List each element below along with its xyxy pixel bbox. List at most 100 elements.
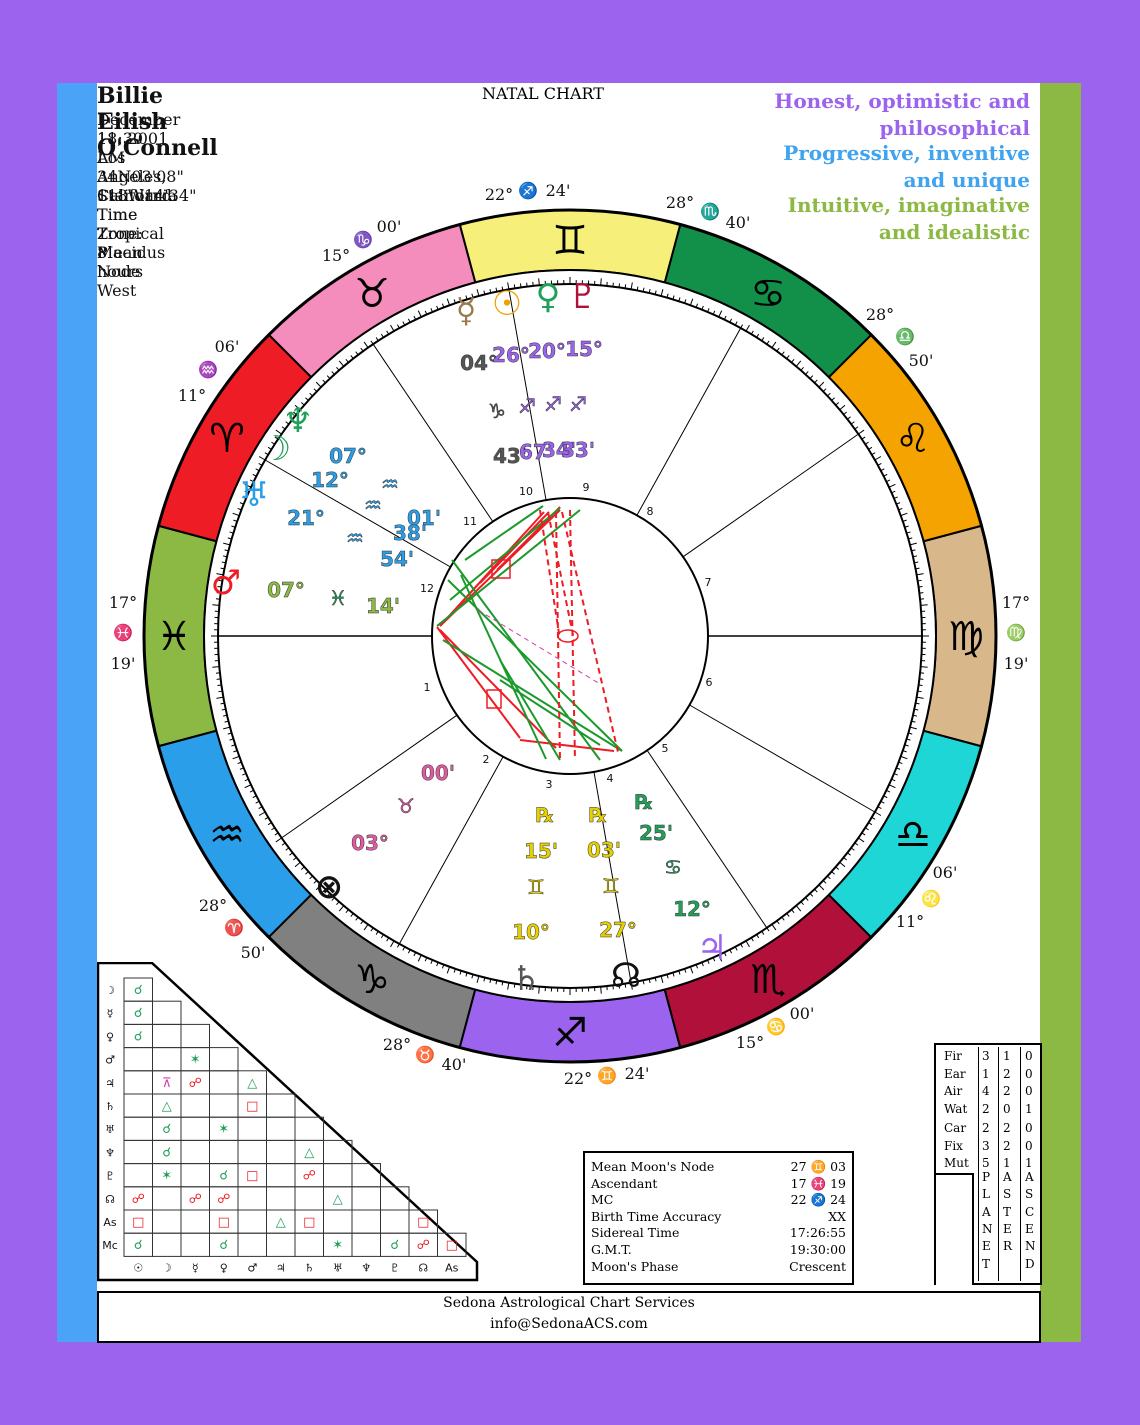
- planet-position-label: 67': [519, 440, 553, 464]
- chart-point-label: MC: [591, 1192, 614, 1208]
- degree-tick: [471, 974, 474, 979]
- chart-point-value: 19:30:00: [789, 1242, 846, 1257]
- chart-point-value: 27 ♊ 03: [790, 1159, 846, 1174]
- element-column-letter: A: [1003, 1170, 1012, 1184]
- planet-position-label: 38': [393, 521, 427, 545]
- degree-tick: [740, 324, 744, 329]
- element-column-letter: S: [1025, 1187, 1034, 1202]
- degree-tick: [883, 795, 888, 799]
- element-column-letter: D: [1025, 1256, 1035, 1271]
- grid-row-label: ♄: [105, 1100, 115, 1113]
- degree-tick: [386, 330, 390, 335]
- house-number: 2: [483, 753, 490, 766]
- element-aster-count: 2: [1003, 1138, 1011, 1153]
- planet-position-label: 00': [421, 761, 455, 785]
- planet-saturn-icon: ♄: [511, 959, 541, 999]
- cusp-label: ♐: [518, 181, 538, 200]
- degree-tick: [223, 726, 231, 730]
- degree-tick: [660, 289, 664, 297]
- cusp-label: 15°: [736, 1033, 764, 1052]
- degree-tick: [874, 811, 882, 816]
- degree-tick: [809, 375, 814, 379]
- aspect-grid: ☽☿♀♂♃♄♅♆♇☊AsMc☉☽☿♀♂♃♄♅♆♇☊As☌☌☌✶⊼☍△△□☌✶☌△…: [97, 962, 479, 1282]
- aspect-glyph: ☌: [219, 1238, 228, 1253]
- degree-tick: [513, 284, 516, 289]
- aspect-line-green: [436, 509, 581, 627]
- degree-tick: [519, 283, 522, 288]
- element-ascend-count: 0: [1025, 1049, 1033, 1063]
- degree-tick: [761, 337, 765, 342]
- degree-tick: [350, 355, 354, 359]
- degree-tick: [904, 525, 909, 528]
- degree-tick: [216, 696, 224, 699]
- grid-row-label: ☊: [105, 1193, 115, 1206]
- node-type: Mean Node: [97, 243, 143, 281]
- degree-tick: [274, 436, 279, 440]
- planet-position-label: ℞: [589, 803, 607, 827]
- degree-tick: [771, 924, 777, 931]
- aspect-glyph: ☌: [134, 1029, 143, 1044]
- house-cusp-line: [264, 459, 451, 568]
- degree-tick: [380, 934, 384, 939]
- degree-tick: [898, 761, 903, 765]
- degree-tick: [854, 842, 859, 846]
- grid-row-label: ♇: [105, 1170, 115, 1183]
- birth-date: December 18, 2001: [97, 110, 181, 148]
- planet-position-label: ℞: [635, 790, 653, 814]
- planet-pluto-icon: ♇: [568, 277, 598, 317]
- element-column-divider: [998, 1047, 999, 1281]
- aspect-glyph: ☍: [303, 1169, 316, 1184]
- degree-tick: [223, 714, 228, 717]
- element-label: Wat: [944, 1101, 968, 1116]
- degree-tick: [471, 293, 474, 298]
- aspect-glyph: □: [246, 1169, 258, 1184]
- degree-tick: [877, 806, 882, 810]
- planet-position-label: 03°: [351, 831, 389, 855]
- aspect-glyph: △: [333, 1192, 343, 1207]
- house-cusp-line: [372, 343, 494, 522]
- degree-tick: [380, 333, 384, 338]
- time-type: Standard Time: [97, 186, 172, 224]
- degree-tick: [338, 360, 345, 367]
- degree-tick: [786, 355, 790, 359]
- degree-tick: [666, 974, 669, 979]
- aspect-glyph: ☌: [134, 1006, 143, 1021]
- degree-tick: [224, 549, 229, 552]
- degree-tick: [800, 366, 804, 371]
- element-column-letter: N: [1025, 1239, 1036, 1254]
- degree-tick: [258, 811, 266, 816]
- degree-tick: [212, 604, 220, 606]
- degree-tick: [242, 773, 247, 776]
- degree-tick: [911, 549, 916, 552]
- degree-tick: [322, 379, 326, 384]
- degree-tick: [718, 310, 723, 318]
- degree-tick: [654, 977, 657, 982]
- degree-tick: [281, 842, 286, 846]
- degree-tick: [370, 340, 374, 345]
- degree-tick: [795, 905, 802, 912]
- degree-tick: [538, 278, 540, 286]
- cusp-label: 00': [790, 1004, 815, 1023]
- degree-tick: [902, 750, 907, 753]
- degree-tick: [489, 289, 492, 294]
- degree-tick: [267, 446, 272, 450]
- planet-mars-icon: ♂: [211, 563, 241, 603]
- degree-tick: [822, 388, 827, 392]
- degree-tick: [446, 966, 451, 974]
- degree-tick: [648, 978, 651, 983]
- aspect-glyph: □: [218, 1215, 230, 1230]
- degree-tick: [891, 778, 896, 782]
- aspect-line-green: [451, 559, 601, 761]
- degree-tick: [871, 816, 876, 820]
- house-cusp-line: [682, 433, 859, 558]
- planet-jupiter-icon: ♃: [697, 928, 727, 968]
- element-aster-count: 2: [1003, 1121, 1011, 1135]
- aspect-glyph: ☍: [217, 1192, 230, 1207]
- aspect-glyph: □: [246, 1099, 258, 1114]
- degree-tick: [712, 957, 716, 962]
- degree-tick: [912, 714, 917, 717]
